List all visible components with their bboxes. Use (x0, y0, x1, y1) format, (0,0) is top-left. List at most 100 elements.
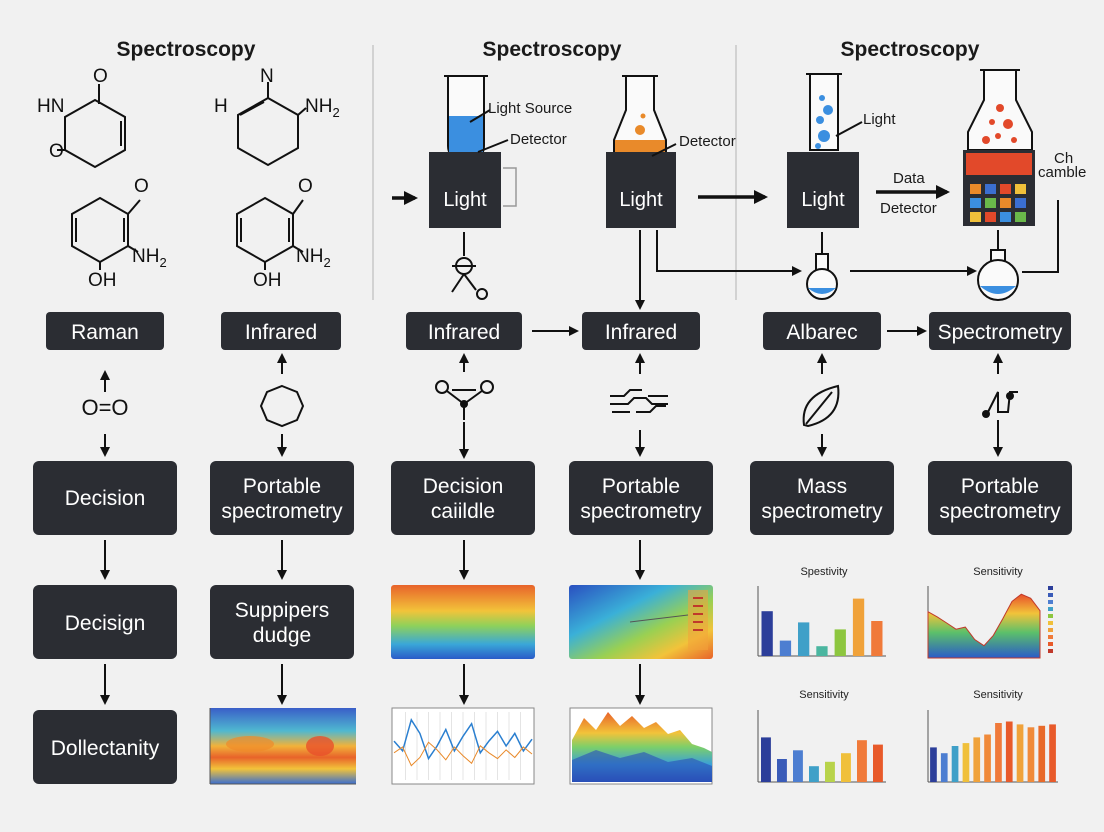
row-label-text: Infrared (428, 321, 500, 344)
box-text: spectrometry (939, 500, 1061, 523)
bar (825, 761, 835, 782)
heatmap-2-legend (629, 590, 708, 650)
bar (761, 611, 773, 656)
box-text: Portable (961, 475, 1039, 498)
bar (841, 753, 851, 782)
legend-swatch (1048, 649, 1053, 653)
bar (852, 598, 865, 656)
atom-label: H (214, 96, 228, 117)
bar (798, 622, 810, 656)
connector-right (1022, 200, 1059, 273)
chart-title-1: Spestivity (800, 566, 848, 578)
atom-label: NH (305, 96, 332, 117)
apparatus-4 (963, 69, 1035, 226)
line-chart (391, 707, 535, 785)
box-text: Portable (243, 475, 321, 498)
bar (995, 723, 1002, 782)
legend-swatch (1048, 642, 1053, 646)
row-label-text: Spectrometry (938, 321, 1063, 344)
box-text: Suppipers (235, 599, 330, 622)
box-text: Decisign (65, 612, 146, 635)
chart-title-2: Sensitivity (973, 566, 1023, 578)
line-series-2 (393, 741, 533, 767)
box-text: dudge (253, 624, 311, 647)
valve-icon (451, 232, 488, 300)
oxygen-molecule-glyph: O=O (81, 395, 128, 420)
chart-title-4: Sensitivity (973, 689, 1023, 701)
row-label-3: Infrared (406, 312, 522, 350)
row-label-text: Infrared (605, 321, 677, 344)
box-text: Decision (65, 487, 146, 510)
header-3: Spectroscopy (841, 38, 980, 61)
box-text: spectrometry (580, 500, 702, 523)
bar (816, 646, 828, 656)
bar (973, 737, 981, 782)
label-ch: Ch (1054, 150, 1073, 167)
lower-box-3: Dollectanity (33, 710, 177, 784)
area-chart-sensitivity (927, 586, 1053, 659)
apparatus-box-1 (429, 152, 501, 228)
apparatus-1: Light (429, 75, 517, 228)
bar-chart-4 (927, 710, 1058, 783)
arrow-to-flask-1 (656, 230, 802, 276)
area-series (927, 593, 1041, 659)
legend-swatch (1048, 593, 1053, 597)
label-detector-1: Detector (510, 131, 567, 148)
apparatus-label-1: Light (443, 189, 487, 211)
molecule-c: O NH2 OH (71, 176, 167, 291)
row-label-6: Spectrometry (929, 312, 1071, 350)
bar-chart-3 (757, 710, 886, 783)
label-detector-2: Detector (679, 133, 736, 150)
legend-swatch (1048, 628, 1053, 632)
leaf-icon (802, 384, 840, 428)
row-label-5: Albarec (763, 312, 881, 350)
apparatus-2: Light (606, 75, 677, 228)
row-label-text: Infrared (245, 321, 317, 344)
box-text: spectrometry (761, 500, 883, 523)
bar (761, 737, 771, 782)
atom-label: OH (253, 270, 282, 291)
bar (777, 759, 787, 782)
apparatus-3: Light (787, 73, 863, 228)
bar (1038, 725, 1046, 782)
bar (1005, 721, 1013, 782)
atom-label: OH (88, 270, 117, 291)
wave-symbol-icon (610, 389, 668, 413)
heatmap-3 (209, 708, 356, 785)
molecule-d: O NH2 OH (236, 176, 331, 291)
bar (857, 740, 867, 782)
atom-label: O (298, 176, 313, 197)
box-text: Portable (602, 475, 680, 498)
apparatus-label-2: Light (619, 189, 663, 211)
legend-swatch (1048, 614, 1053, 618)
label-light-source: Light Source (488, 100, 572, 117)
atom-subscript: 2 (332, 105, 339, 120)
box-text: spectrometry (221, 500, 343, 523)
molecule-a: HN O O (37, 66, 126, 169)
atom-subscript: 2 (323, 255, 330, 270)
bar (940, 753, 948, 782)
atom-label: NH (132, 246, 159, 267)
apparatus-label-3: Light (801, 189, 845, 211)
spectral-area-chart (569, 707, 713, 785)
svg-text:NH2: NH2 (132, 246, 167, 270)
line-series (393, 717, 533, 761)
atom-label: NH (296, 246, 323, 267)
atom-label: N (260, 66, 274, 87)
bar (809, 766, 819, 782)
svg-text:NH2: NH2 (305, 96, 340, 120)
molecule-b: H N NH2 (214, 66, 340, 167)
heatmap-1 (391, 585, 535, 659)
svg-text:NH2: NH2 (296, 246, 331, 270)
row-label-text: Albarec (786, 321, 857, 344)
decision-box-1: Decision (33, 461, 177, 535)
atom-label: O (93, 66, 108, 87)
lower-box-1: Decisign (33, 585, 177, 659)
row-label-1: Raman (46, 312, 164, 350)
